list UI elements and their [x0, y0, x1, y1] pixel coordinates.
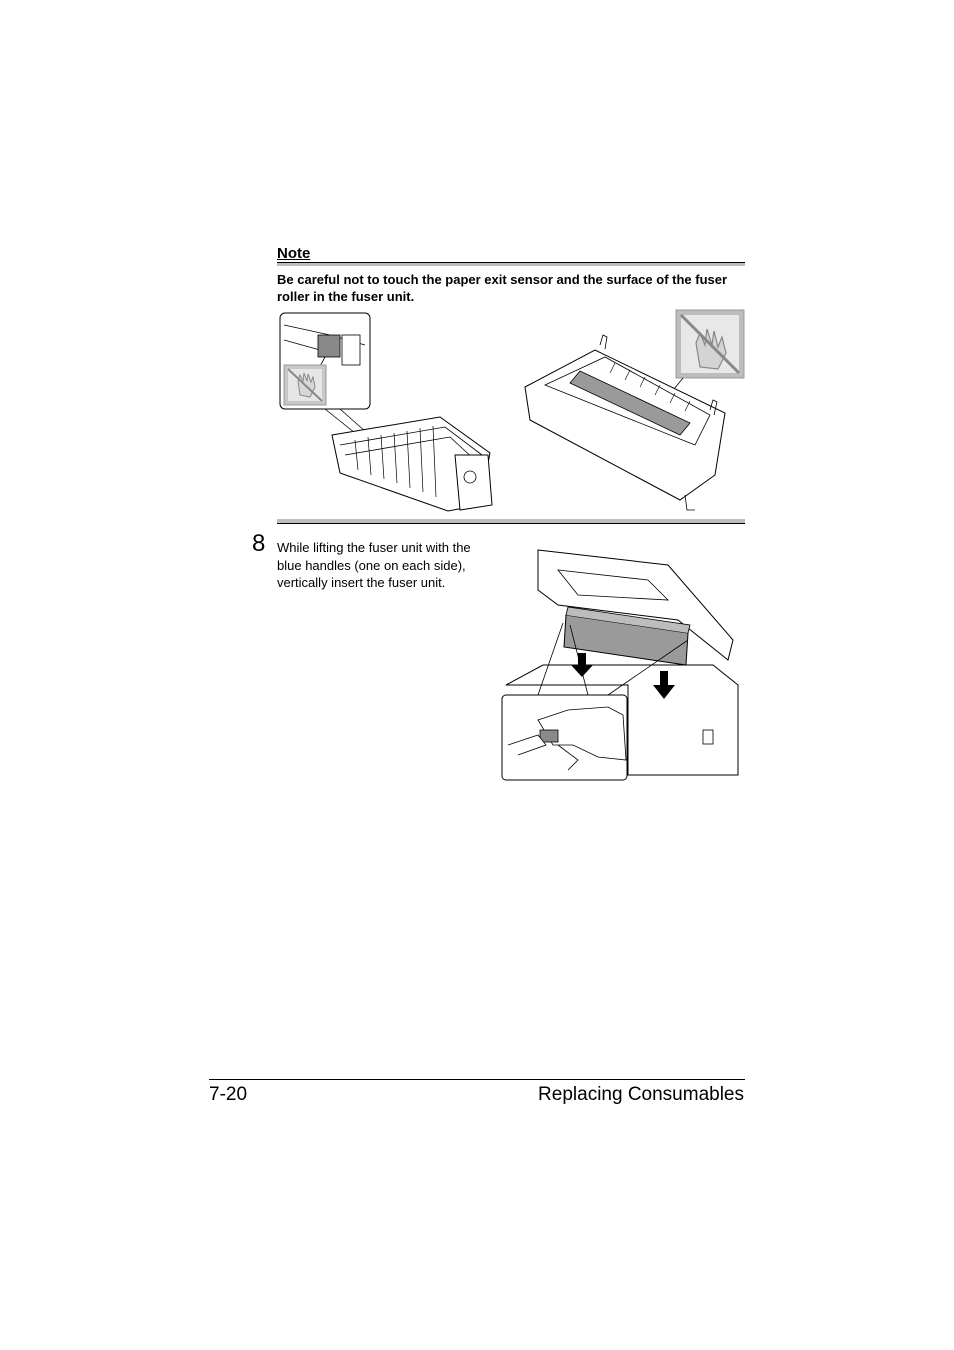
fuser-roller-illustration [524, 309, 745, 511]
note-bottom-rule [277, 519, 745, 524]
do-not-touch-hand-icon [675, 309, 745, 379]
printer-fuser-insert-illustration [501, 549, 739, 781]
note-heading: Note [277, 245, 311, 262]
down-arrow-icon [571, 653, 593, 677]
step-number: 8 [252, 530, 266, 557]
page-number: 7-20 [209, 1084, 248, 1105]
note-text: Be careful not to touch the paper exit s… [277, 272, 728, 304]
down-arrow-icon [653, 671, 675, 699]
fuser-sensor-illustration [279, 312, 493, 512]
footer-rule [209, 1079, 745, 1080]
section-title: Replacing Consumables [538, 1084, 744, 1105]
note-top-rule [277, 262, 745, 266]
step-instruction: While lifting the fuser unit with the bl… [277, 540, 471, 590]
do-not-touch-hand-icon [283, 364, 327, 406]
